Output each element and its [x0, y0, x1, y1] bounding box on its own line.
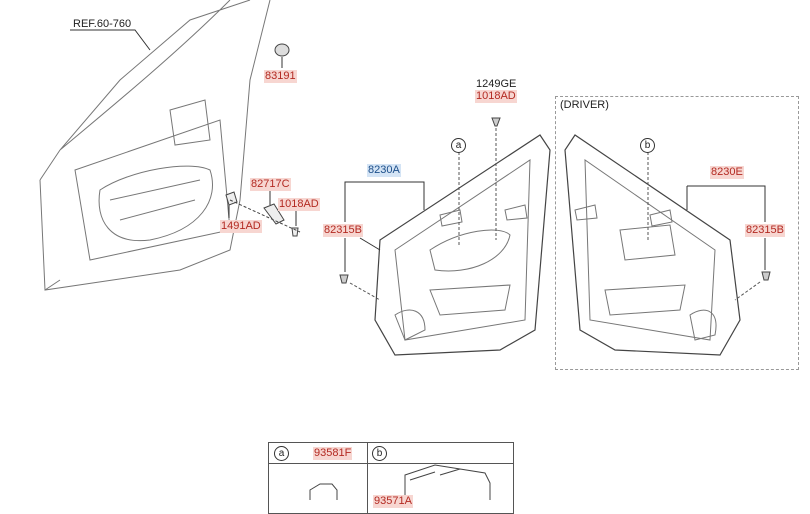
parts-diagram-drawing: [39, 0, 771, 500]
table-part-93571a[interactable]: 93571A: [373, 495, 413, 508]
door-frame: [39, 0, 271, 291]
callout-b: b: [640, 138, 655, 153]
driver-group-box: [555, 96, 799, 370]
door-trim-panel-left: [374, 134, 551, 356]
parts-table: a 93581F b 93571A: [268, 442, 514, 514]
part-label-82717c[interactable]: 82717C: [250, 178, 291, 191]
part-label-8230e[interactable]: 8230E: [710, 166, 744, 179]
table-key-b: b: [372, 446, 387, 461]
part-label-1018ad-top[interactable]: 1018AD: [475, 90, 517, 103]
table-key-a: a: [274, 446, 289, 461]
driver-label: (DRIVER): [560, 99, 609, 111]
callout-a: a: [451, 138, 466, 153]
part-label-1018ad-left[interactable]: 1018AD: [278, 198, 320, 211]
table-part-93581f[interactable]: 93581F: [313, 447, 353, 460]
ref-label: REF.60-760: [73, 18, 132, 30]
part-label-1491ad[interactable]: 1491AD: [220, 220, 262, 233]
part-label-82315b-left[interactable]: 82315B: [323, 224, 363, 237]
part-label-83191[interactable]: 83191: [264, 70, 297, 83]
part-label-1249ge[interactable]: 1249GE: [476, 78, 517, 90]
table-header-row: [269, 443, 513, 464]
part-label-8230a[interactable]: 8230A: [367, 164, 401, 177]
part-label-82315b-right[interactable]: 82315B: [745, 224, 785, 237]
door-trim-panel-right: [564, 134, 741, 356]
